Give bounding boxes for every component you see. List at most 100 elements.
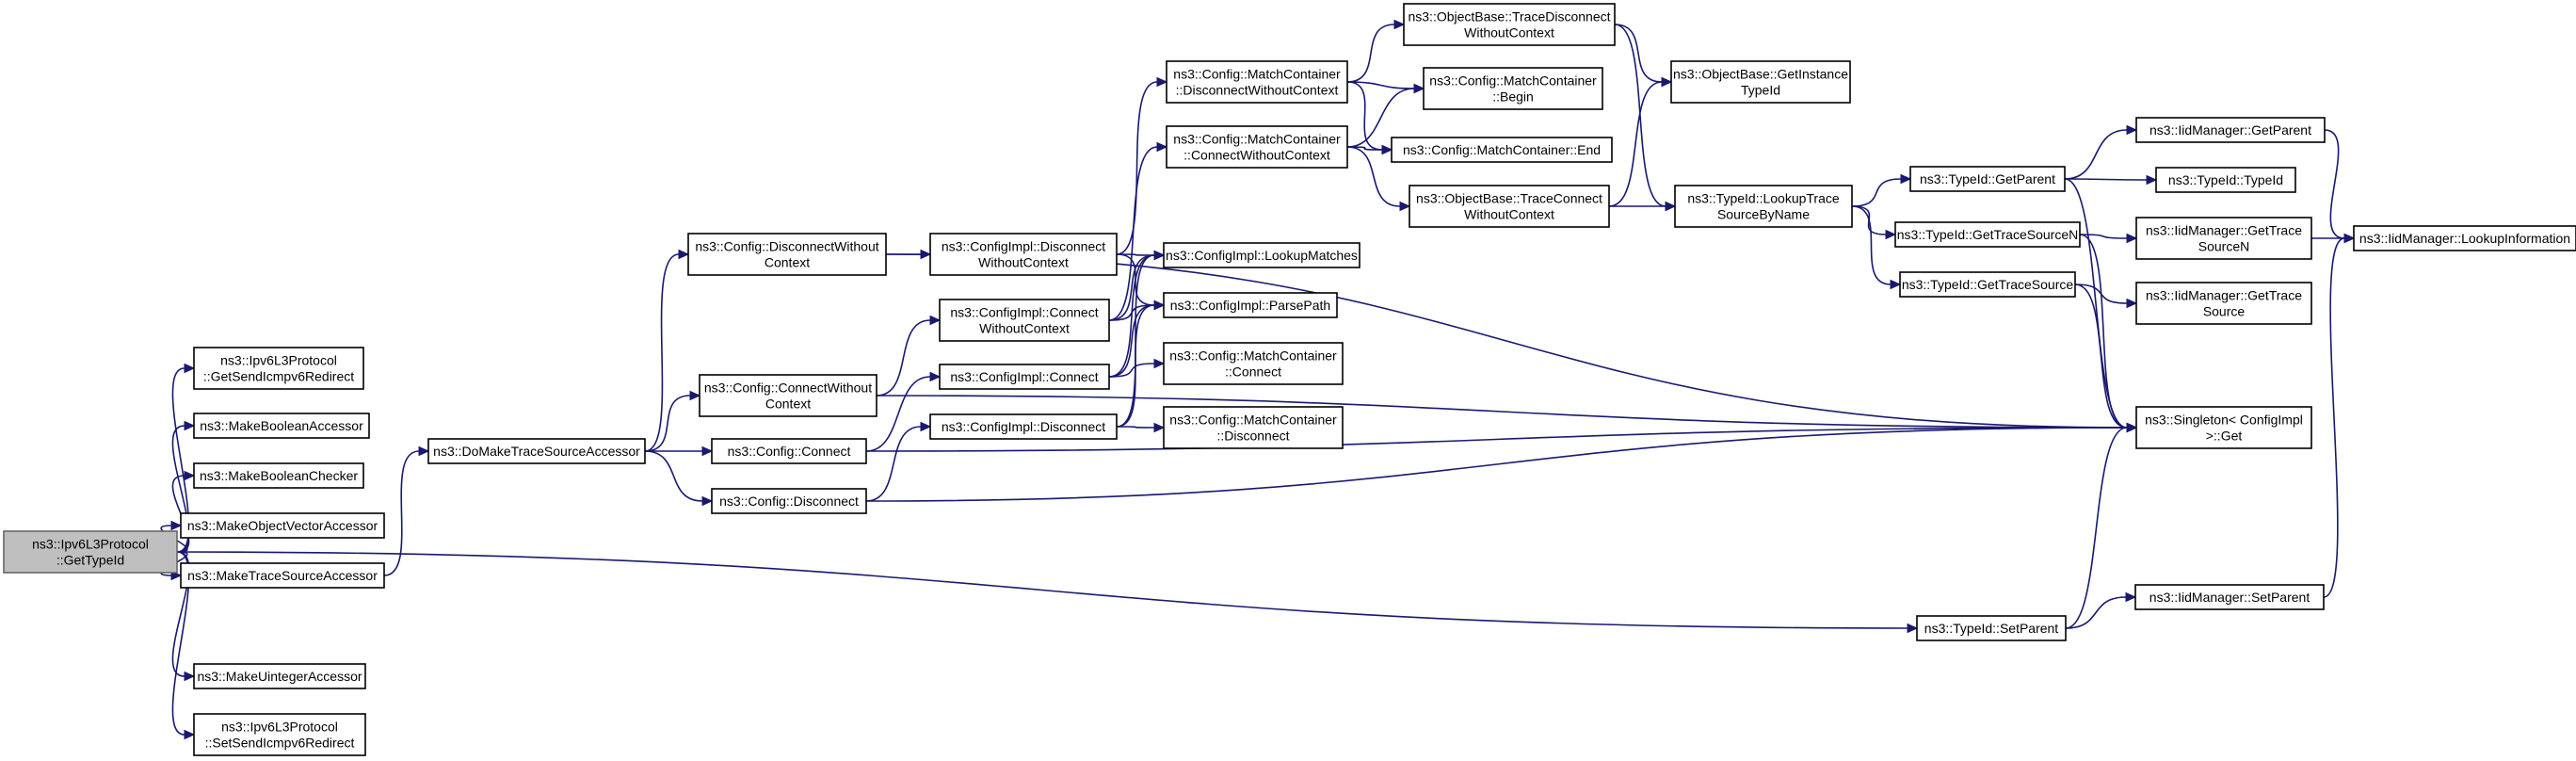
node-box — [427, 438, 646, 464]
node-cfgconn[interactable]: ns3::Config::Connect — [711, 438, 867, 464]
node-mcEnd[interactable]: ns3::Config::MatchContainer::End — [1391, 137, 1613, 163]
edge-root-to-getsend — [171, 367, 190, 553]
node-box — [1899, 271, 2076, 298]
node-cfgdiscwc[interactable]: ns3::Config::DisconnectWithoutContext — [687, 233, 887, 276]
node-lookupMatches[interactable]: ns3::ConfigImpl::LookupMatches — [1163, 242, 1360, 268]
node-box — [193, 347, 364, 390]
node-mkboolacc[interactable]: ns3::MakeBooleanAccessor — [193, 413, 370, 439]
edge-domake-to-cfgconnwc — [644, 395, 691, 452]
node-box — [711, 438, 867, 464]
edge-implConn-to-lookupMatches — [1108, 254, 1155, 378]
arrowhead-domake-to-cfgconn — [701, 445, 714, 457]
edge-cfgconn-to-singleton — [865, 427, 2128, 452]
node-domake[interactable]: ns3::DoMakeTraceSourceAccessor — [427, 438, 646, 464]
node-mcBegin[interactable]: ns3::Config::MatchContainer::Begin — [1423, 67, 1603, 110]
node-label: ns3::TypeId::GetParent — [1920, 171, 2055, 186]
node-label: ns3::ConfigImpl::ParsePath — [1170, 298, 1330, 313]
node-label: ns3::ObjectBase::TraceDisconnect — [1408, 9, 1610, 24]
node-label: Context — [765, 397, 811, 412]
node-implConn[interactable]: ns3::ConfigImpl::Connect — [939, 364, 1110, 390]
edge-tidGetTSN-to-imGetTSN — [2079, 234, 2128, 239]
node-parsePath[interactable]: ns3::ConfigImpl::ParsePath — [1163, 292, 1338, 318]
node-label: ns3::ConfigImpl::Disconnect — [942, 239, 1105, 254]
node-singleton[interactable]: ns3::Singleton< ConfigImpl >::Get — [2135, 406, 2312, 449]
node-label: ::Begin — [1492, 89, 1534, 105]
node-label: ns3::Ipv6L3Protocol — [221, 720, 338, 735]
edge-tidGetTS-to-singleton — [2074, 283, 2128, 429]
node-implDiscWC[interactable]: ns3::ConfigImpl::DisconnectWithoutContex… — [929, 233, 1118, 276]
node-imLookupInfo[interactable]: ns3::IidManager::LookupInformation — [2353, 225, 2576, 251]
edge-implDisc-to-mcDisconnect — [1116, 426, 1155, 429]
node-box — [1674, 185, 1853, 228]
node-mcDiscWC[interactable]: ns3::Config::MatchContainer::DisconnectW… — [1166, 60, 1348, 104]
node-obTraceDiscWC[interactable]: ns3::ObjectBase::TraceDisconnectWithoutC… — [1403, 3, 1616, 46]
node-imGetParent[interactable]: ns3::IidManager::GetParent — [2135, 117, 2326, 143]
arrowhead-cfgconnwc-to-implConnWC — [929, 315, 942, 326]
node-label: ns3::Config::Disconnect — [719, 494, 859, 509]
node-label: ns3::IidManager::LookupInformation — [2359, 231, 2570, 246]
edge-implConnWC-to-lookupMatches — [1108, 254, 1155, 321]
node-cfgdisc[interactable]: ns3::Config::Disconnect — [711, 488, 867, 514]
node-mktrace[interactable]: ns3::MakeTraceSourceAccessor — [180, 562, 385, 589]
node-mkboolchk[interactable]: ns3::MakeBooleanChecker — [193, 462, 364, 489]
node-label: ns3::Singleton< ConfigImpl — [2145, 413, 2303, 428]
node-implDisc[interactable]: ns3::ConfigImpl::Disconnect — [929, 413, 1118, 440]
node-tidGetParent[interactable]: ns3::TypeId::GetParent — [1909, 166, 2066, 192]
node-setsend[interactable]: ns3::Ipv6L3Protocol::SetSendIcmpv6Redire… — [193, 713, 366, 756]
node-label: ns3::IidManager::SetParent — [2149, 590, 2310, 605]
node-box — [180, 512, 385, 539]
edge-obTraceDiscWC-to-obGetInst — [1614, 24, 1663, 83]
node-getsend[interactable]: ns3::Ipv6L3Protocol::GetSendIcmpv6Redire… — [193, 347, 364, 390]
node-mcDisconnect[interactable]: ns3::Config::MatchContainer::Disconnect — [1163, 406, 1344, 449]
node-cfgconnwc[interactable]: ns3::Config::ConnectWithoutContext — [699, 374, 877, 417]
arrowhead-tidGetParent-to-imGetParent — [2126, 124, 2138, 136]
node-box — [1894, 221, 2081, 248]
node-tidSetParent[interactable]: ns3::TypeId::SetParent — [1916, 615, 2067, 641]
node-label: ns3::TypeId::GetTraceSource — [1902, 277, 2074, 292]
node-imGetTSN[interactable]: ns3::IidManager::GetTraceSourceN — [2135, 217, 2312, 260]
arrowhead-root-to-mkobjvec — [170, 520, 183, 531]
arrowhead-mcConnWC-to-obTraceConnWC — [1399, 201, 1411, 212]
node-label: ns3::Config::MatchContainer — [1169, 413, 1337, 428]
node-box — [1391, 137, 1613, 163]
node-label: ns3::IidManager::GetParent — [2149, 122, 2311, 138]
node-box — [2353, 225, 2576, 251]
node-tidGetTSN[interactable]: ns3::TypeId::GetTraceSourceN — [1894, 221, 2081, 248]
node-obTraceConnWC[interactable]: ns3::ObjectBase::TraceConnectWithoutCont… — [1409, 185, 1610, 228]
node-box — [2135, 406, 2312, 449]
node-box — [1163, 342, 1344, 385]
node-mkuint[interactable]: ns3::MakeUintegerAccessor — [193, 663, 366, 689]
edge-domake-to-cfgdisc — [644, 450, 703, 502]
arrowhead-lookupTrace-to-tidGetTSN — [1885, 229, 1897, 240]
node-box — [2134, 584, 2325, 610]
node-implConnWC[interactable]: ns3::ConfigImpl::ConnectWithoutContext — [939, 299, 1110, 342]
edge-imSetParent-to-imLookupInfo — [2323, 237, 2345, 598]
node-mkobjvec[interactable]: ns3::MakeObjectVectorAccessor — [180, 512, 385, 539]
node-label: SourceN — [2198, 239, 2249, 254]
node-box — [193, 713, 366, 756]
node-label: >::Get — [2206, 429, 2243, 444]
node-imSetParent[interactable]: ns3::IidManager::SetParent — [2134, 584, 2325, 610]
node-root[interactable]: ns3::Ipv6L3Protocol::GetTypeId — [3, 530, 178, 574]
node-mcConnect[interactable]: ns3::Config::MatchContainer::Connect — [1163, 342, 1344, 385]
node-tidTypeId[interactable]: ns3::TypeId::TypeId — [2155, 167, 2296, 193]
node-mcConnWC[interactable]: ns3::Config::MatchContainer::ConnectWith… — [1166, 125, 1348, 169]
node-label: ::GetTypeId — [56, 553, 124, 568]
node-tidGetTS[interactable]: ns3::TypeId::GetTraceSource — [1899, 271, 2076, 298]
edge-obTraceConnWC-to-obGetInst — [1608, 81, 1663, 207]
node-label: WithoutContext — [978, 255, 1069, 270]
node-box — [193, 413, 370, 439]
node-label: ns3::TypeId::SetParent — [1924, 621, 2059, 636]
node-label: ::GetSendIcmpv6Redirect — [203, 369, 354, 384]
node-label: ns3::IidManager::GetTrace — [2146, 288, 2302, 303]
node-box — [180, 562, 385, 589]
arrowhead-mcConnWC-to-mcBegin — [1413, 83, 1425, 94]
arrowhead-cfgconn-to-implConn — [929, 371, 942, 382]
edge-root-to-mkuint — [171, 551, 190, 677]
node-imGetTS[interactable]: ns3::IidManager::GetTraceSource — [2135, 282, 2312, 325]
node-box — [2135, 117, 2326, 143]
arrowhead-root-to-mkboolacc — [184, 420, 196, 431]
